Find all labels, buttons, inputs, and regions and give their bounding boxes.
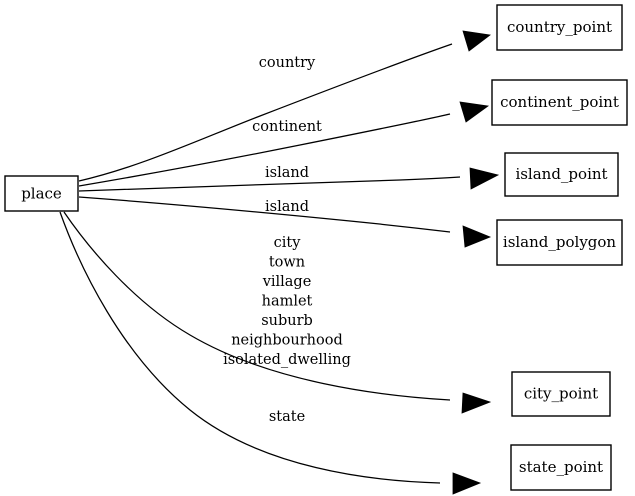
node-place-label: place [21,185,62,203]
node-country-point[interactable]: country_point [496,4,623,51]
node-continent-point-label: continent_point [500,93,619,111]
edge-label-line: suburb [261,313,313,329]
arrowhead-city-point [461,392,492,414]
node-place-box[interactable] [4,175,79,212]
node-country-point-box[interactable] [496,4,623,51]
edge-path-island-polygon[interactable] [78,196,451,233]
edge-label-island-polygon: island [265,199,309,215]
edge-group-state[interactable]: state [59,211,482,495]
edge-label-line: town [269,255,305,271]
edge-label-continent: continent [252,119,322,135]
node-city-point-box[interactable] [511,371,611,417]
arrowhead-island-polygon [462,225,492,248]
edge-label-line: hamlet [262,294,313,310]
node-country-point-label: country_point [507,18,612,36]
node-city-point[interactable]: city_point [511,371,611,417]
edge-label-city-point: city town village hamlet suburb neighbourhood… [223,235,351,368]
edge-label-country: country [259,55,316,71]
edge-group-city-point[interactable]: city town village hamlet suburb neighbourhood… [63,211,492,414]
node-continent-point-box[interactable] [491,79,628,126]
edge-path-continent[interactable] [78,113,451,187]
node-island-polygon-label: island_polygon [503,233,617,251]
edge-path-city-point[interactable] [63,211,451,401]
edge-label-line: village [262,274,312,290]
edge-group-island-polygon[interactable]: island [78,196,492,248]
edge-group-island-point[interactable]: island [78,165,500,192]
edge-label-line: city [274,235,302,251]
node-island-point-label: island_point [515,165,607,183]
node-island-polygon-box[interactable] [496,219,623,266]
edge-group-country[interactable]: country [78,30,491,182]
node-place[interactable]: place [4,175,79,212]
edge-path-country[interactable] [78,43,453,182]
edge-label-state: state [269,409,305,425]
node-state-point-label: state_point [519,458,603,476]
edge-path-island-point[interactable] [78,176,461,192]
edge-group-continent[interactable]: continent [78,101,490,187]
node-continent-point[interactable]: continent_point [491,79,628,126]
arrowhead-country [462,30,491,52]
node-city-point-label: city_point [524,385,598,403]
node-state-point-box[interactable] [510,444,612,491]
edge-label-line: neighbourhood [231,333,343,349]
arrowhead-state [452,472,482,495]
edge-label-island-point: island [265,165,309,181]
arrowhead-continent [459,101,490,123]
node-island-point[interactable]: island_point [504,152,619,197]
node-island-polygon[interactable]: island_polygon [496,219,623,266]
edge-label-line: isolated_dwelling [223,352,351,368]
edge-path-state[interactable] [59,211,441,484]
arrowhead-island-point [469,167,500,190]
node-state-point[interactable]: state_point [510,444,612,491]
node-island-point-box[interactable] [504,152,619,197]
